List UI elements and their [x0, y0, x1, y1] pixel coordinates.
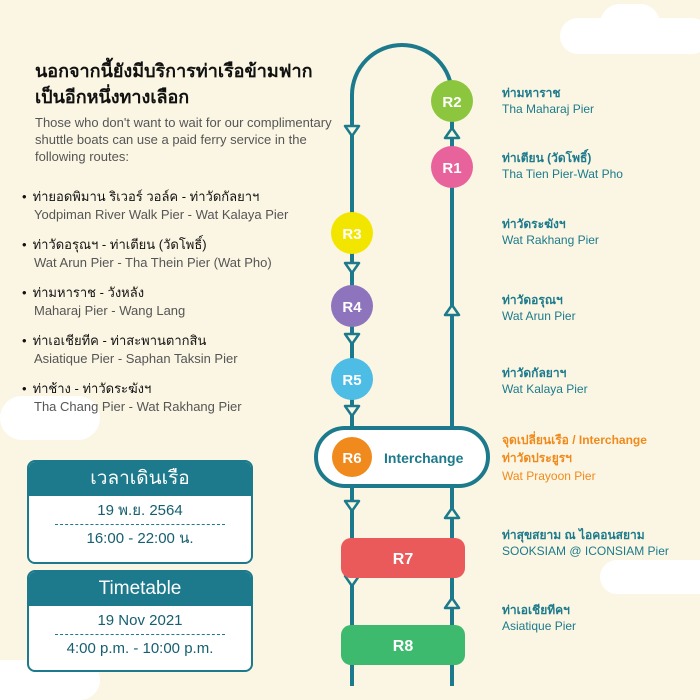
station-marker	[431, 146, 473, 188]
divider	[55, 634, 225, 635]
station-thai-name: ท่ามหาราช	[502, 86, 561, 100]
station-marker	[331, 212, 373, 254]
timetable-thai-card: เวลาเดินเรือ 19 พ.ย. 2564 16:00 - 22:00 …	[27, 460, 253, 564]
station-label-r5: ท่าวัดกัลยาฯ Wat Kalaya Pier	[502, 365, 588, 397]
route-item: ท่าช้าง - ท่าวัดระฆังฯ Tha Chang Pier - …	[22, 380, 242, 416]
station-marker	[331, 358, 373, 400]
station-code: R1	[442, 160, 461, 177]
route-thai: ท่าเอเชียทีค - ท่าสะพานตากสิน	[22, 332, 238, 350]
station-marker	[331, 285, 373, 327]
station-english-name: Wat Kalaya Pier	[502, 382, 588, 396]
route-item: ท่ามหาราช - วังหลัง Maharaj Pier - Wang …	[22, 284, 186, 320]
loop-line	[350, 43, 454, 686]
down-arrow	[343, 332, 361, 346]
timetable-english-card: Timetable 19 Nov 2021 4:00 p.m. - 10:00 …	[27, 570, 253, 672]
station-thai-name: ท่าเตียน (วัดโพธิ์)	[502, 151, 592, 165]
station-marker	[431, 80, 473, 122]
cloud-decoration	[600, 4, 660, 44]
timetable-thai-time: 16:00 - 22:00 น.	[86, 530, 194, 547]
station-code: R8	[393, 638, 414, 655]
station-r4: R4	[331, 285, 373, 327]
interchange-title: จุดเปลี่ยนเรือ / Interchange	[502, 433, 647, 447]
station-code: R3	[342, 226, 361, 243]
heading-line-2: เป็นอีกหนึ่งทางเลือก	[35, 87, 190, 107]
down-arrow	[343, 404, 361, 418]
direction-arrows	[343, 124, 461, 610]
station-r7: R7	[341, 538, 465, 578]
timetable-thai-title: เวลาเดินเรือ	[29, 462, 251, 496]
station-label-r3: ท่าวัดระฆังฯ Wat Rakhang Pier	[502, 216, 599, 248]
station-label-r6: จุดเปลี่ยนเรือ / Interchange ท่าวัดประยู…	[502, 432, 647, 484]
route-item: ท่าเอเชียทีค - ท่าสะพานตากสิน Asiatique …	[22, 332, 238, 368]
station-label-r1: ท่าเตียน (วัดโพธิ์) Tha Tien Pier-Wat Ph…	[502, 150, 623, 182]
heading-line-1: นอกจากนี้ยังมีบริการท่าเรือข้ามฟาก	[35, 61, 313, 81]
route-thai: ท่ายอดพิมาน ริเวอร์ วอล์ค - ท่าวัดกัลยาฯ	[22, 188, 288, 206]
station-english-name: Tha Tien Pier-Wat Pho	[502, 167, 623, 181]
route-item: ท่ายอดพิมาน ริเวอร์ วอล์ค - ท่าวัดกัลยาฯ…	[22, 188, 289, 224]
down-arrow	[343, 124, 361, 138]
interchange-badge: Interchange	[384, 450, 464, 466]
cloud-decoration	[600, 560, 700, 594]
intro-text: Those who don't want to wait for our com…	[35, 115, 332, 164]
divider	[55, 524, 225, 525]
station-english-name: SOOKSIAM @ ICONSIAM Pier	[502, 544, 669, 558]
route-english: Wat Arun Pier - Tha Thein Pier (Wat Pho)	[34, 255, 272, 270]
route-thai: ท่ามหาราช - วังหลัง	[22, 284, 185, 302]
route-thai: ท่าช้าง - ท่าวัดระฆังฯ	[22, 380, 242, 398]
station-thai-name: ท่าวัดกัลยาฯ	[502, 366, 567, 380]
station-english-name: Wat Arun Pier	[502, 309, 576, 323]
station-code: R6	[342, 450, 361, 467]
station-thai-name: ท่าสุขสยาม ณ ไอคอนสยาม	[502, 528, 645, 542]
route-item: ท่าวัดอรุณฯ - ท่าเตียน (วัดโพธิ์) Wat Ar…	[22, 236, 272, 272]
station-english-name: Wat Prayoon Pier	[502, 469, 596, 483]
page-heading: นอกจากนี้ยังมีบริการท่าเรือข้ามฟาก เป็นอ…	[35, 58, 312, 110]
up-arrow	[443, 506, 461, 520]
up-arrow	[443, 303, 461, 317]
station-r6-interchange: R6 Interchange	[314, 426, 490, 488]
route-english: Maharaj Pier - Wang Lang	[34, 303, 186, 318]
station-label-r4: ท่าวัดอรุณฯ Wat Arun Pier	[502, 292, 576, 324]
station-label-r2: ท่ามหาราช Tha Maharaj Pier	[502, 85, 594, 117]
station-thai-name: ท่าวัดอรุณฯ	[502, 293, 563, 307]
timetable-english-time: 4:00 p.m. - 10:00 p.m.	[66, 640, 214, 657]
cloud-decoration	[0, 396, 100, 440]
station-r1: R1	[431, 146, 473, 188]
station-r5: R5	[331, 358, 373, 400]
timetable-english-date: 19 Nov 2021	[97, 612, 183, 629]
station-english-name: Tha Maharaj Pier	[502, 102, 595, 116]
station-code: R5	[342, 372, 361, 389]
timetable-english-title: Timetable	[29, 572, 251, 606]
station-label-r8: ท่าเอเชียทีคฯ Asiatique Pier	[502, 602, 576, 634]
station-thai-name: ท่าวัดระฆังฯ	[502, 217, 566, 231]
station-english-name: Asiatique Pier	[502, 619, 577, 633]
down-arrow	[343, 499, 361, 513]
route-english: Yodpiman River Walk Pier - Wat Kalaya Pi…	[34, 207, 289, 222]
station-code: R7	[393, 551, 414, 568]
station-code: R4	[342, 299, 362, 316]
timetable-thai-date: 19 พ.ย. 2564	[97, 502, 183, 519]
station-code: R2	[442, 94, 461, 111]
route-thai: ท่าวัดอรุณฯ - ท่าเตียน (วัดโพธิ์)	[22, 236, 272, 254]
station-bar	[341, 538, 465, 578]
station-r3: R3	[331, 212, 373, 254]
station-thai-name: ท่าวัดประยูรฯ	[502, 451, 572, 465]
station-english-name: Wat Rakhang Pier	[502, 233, 599, 247]
route-line	[350, 43, 454, 686]
station-bar	[341, 625, 465, 665]
up-arrow	[443, 126, 461, 140]
station-marker	[332, 437, 372, 477]
route-english: Tha Chang Pier - Wat Rakhang Pier	[34, 399, 242, 414]
down-arrow	[343, 261, 361, 275]
up-arrow	[443, 596, 461, 610]
route-english: Asiatique Pier - Saphan Taksin Pier	[34, 351, 238, 366]
station-thai-name: ท่าเอเชียทีคฯ	[502, 603, 570, 617]
station-r8: R8	[341, 625, 465, 665]
station-r2: R2	[431, 80, 473, 122]
station-label-r7: ท่าสุขสยาม ณ ไอคอนสยาม SOOKSIAM @ ICONSI…	[502, 527, 669, 559]
